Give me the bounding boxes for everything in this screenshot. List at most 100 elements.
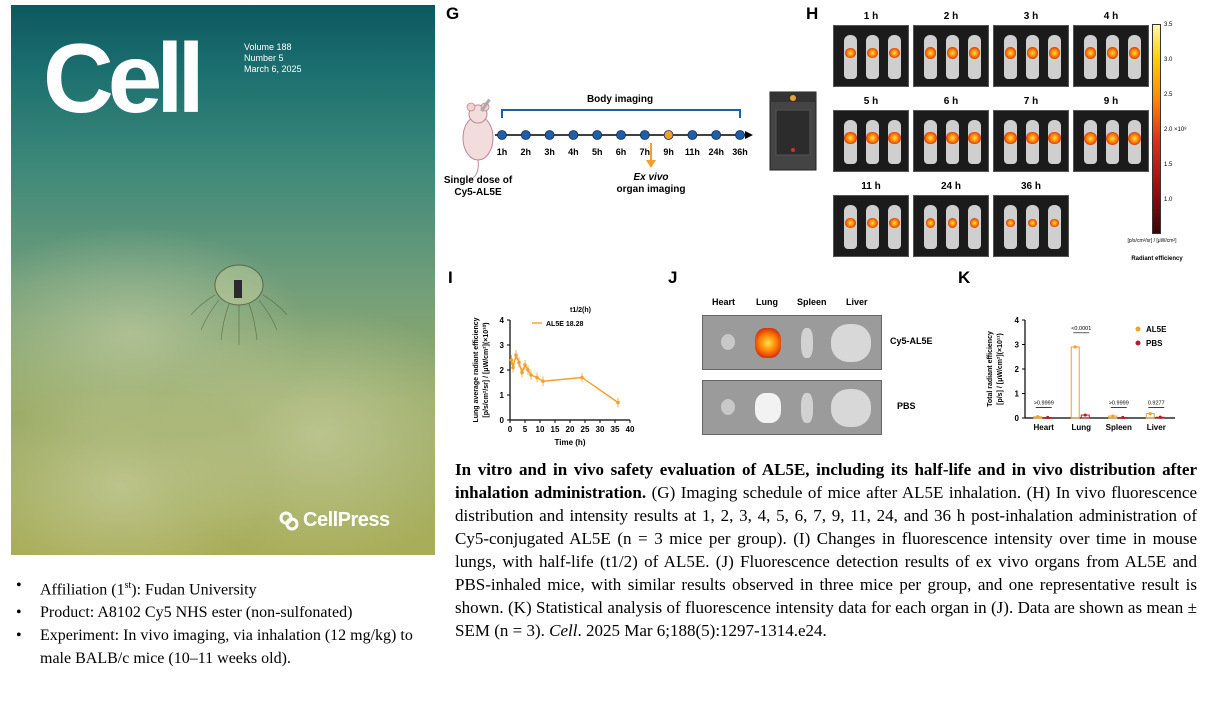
x-tick-label: 10 [536,425,545,434]
experiment-item: Experiment: In vivo imaging, via inhalat… [14,624,414,670]
x-tick-label: 25 [581,425,590,434]
signal-blob [1026,47,1039,59]
product-item: Product: A8102 Cy5 NHS ester (non-sulfon… [14,601,414,624]
colorbar-title: Radiant efficiency [1131,256,1183,262]
timeline-label: 9h [663,147,674,157]
row-label-cy5: Cy5-AL5E [890,336,933,346]
mouse-silhouette [1128,120,1141,164]
category-label: Heart [1034,423,1055,432]
timepoint-label: 11 h [861,181,881,192]
x-tick-label: 40 [626,425,635,434]
data-point [541,379,545,384]
timepoint-label: 6 h [943,96,959,107]
data-point [509,358,514,362]
category-label: Lung [1071,423,1091,432]
y-tick-label: 1 [1015,390,1020,399]
signal-blob [924,47,937,59]
timeline-dot [497,130,507,140]
signal-blob [1128,131,1141,145]
mouse-silhouette [924,120,937,164]
p-value: 0.9277 [1148,401,1165,407]
x-axis-label: Time (h) [555,438,586,447]
mouse-silhouette [844,35,857,79]
mouse-silhouette [888,205,901,249]
data-point [526,368,530,372]
y-axis-label-units: [p/s] / [μW/cm²](×10¹¹) [997,333,1004,405]
category-label: Liver [1147,423,1166,432]
signal-blob [1106,47,1119,59]
exvivo-label-1: Ex vivo [633,172,668,183]
cover-date: March 6, 2025 [244,64,302,74]
panel-i-letter: I [448,268,453,287]
timepoint-label: 24 h [940,181,961,192]
timeline-dot [663,130,674,140]
signal-blob [969,218,980,228]
x-tick-label: 30 [596,425,605,434]
mouse-silhouette [1004,120,1017,164]
legend-entry: PBS [1146,339,1163,348]
timepoint-label: 7 h [1023,96,1039,107]
mouse-silhouette [888,35,901,79]
mouse-silhouette [844,205,857,249]
mouse-image [833,25,909,87]
mouse-silhouette [946,120,959,164]
mouse-silhouette [1048,205,1061,249]
cellpress-label: CellPress [303,509,390,531]
organ-label: Liver [846,297,868,307]
mouse-silhouette [1026,35,1039,79]
mouse-silhouette [968,120,981,164]
mouse-silhouette [1026,205,1039,249]
timeline-dot [544,130,555,140]
y-tick-label: 4 [1015,316,1020,325]
y-axis-label: Total radiant efficiency [987,331,994,407]
dose-label-2: Cy5-AL5E [454,187,502,198]
colorbar-tick: 3.5 [1164,22,1173,28]
mouse-silhouette [946,205,959,249]
timeline-label: 36h [732,147,748,157]
timepoint-label: 2 h [943,11,959,22]
timeline-label: 2h [521,147,532,157]
legend-title: t1/2(h) [570,307,591,314]
mouse-image [1073,110,1149,172]
signal-blob [968,47,981,59]
data-point [1036,415,1040,419]
body-imaging-label: Body imaging [587,94,653,105]
signal-blob [866,131,879,145]
data-point [1148,411,1152,416]
organ-label: Spleen [797,297,827,307]
colorbar [1152,24,1161,234]
caption-citation: . 2025 Mar 6;188(5):1297-1314.e24. [577,621,827,640]
data-point [517,360,521,365]
legend-swatch [1135,326,1141,332]
mouse-image [913,110,989,172]
mouse-silhouette [1004,205,1017,249]
signal-blob [1084,131,1097,145]
x-tick-label: 5 [523,425,528,434]
timeline-label: 5h [592,147,603,157]
timeline-dot [687,130,698,140]
timeline-label: 24h [708,147,724,157]
panel-g-letter: G [446,4,460,23]
imaging-system-illustration [769,91,817,171]
organ-label: Heart [712,297,736,307]
panel-j-letter: J [668,268,678,287]
timepoint-label: 1 h [863,11,879,22]
signal-blob [1128,47,1141,59]
caption-journal: Cell [549,621,578,640]
signal-blob [844,131,857,145]
mouse-silhouette [1106,35,1119,79]
signal-blob [968,131,981,145]
signal-blob [867,47,878,59]
signal-blob [845,217,856,229]
panel-h-letter: H [806,4,819,23]
signal-blob [1048,47,1061,59]
data-point [523,363,527,367]
timeline-dot [639,130,650,140]
mouse-silhouette [1128,35,1141,79]
x-tick-label: 20 [566,425,575,434]
bar-al5e [1070,346,1080,419]
x-tick-label: 0 [508,425,513,434]
data-point [529,373,533,377]
timeline-label: 3h [544,147,555,157]
y-tick-label: 2 [500,366,505,375]
